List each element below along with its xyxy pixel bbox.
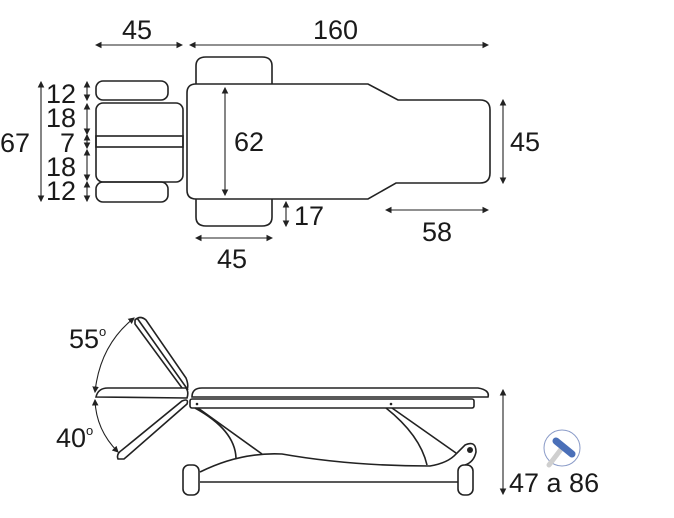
dim-armrest-extension: 17 (294, 201, 325, 231)
dim-main-width: 62 (234, 127, 265, 157)
dim-leg-section-length: 58 (422, 217, 453, 247)
top-view (37, 41, 507, 242)
hydraulic-pedal-icon (543, 429, 581, 468)
dim-head-row-5: 12 (46, 176, 77, 206)
dim-total-width: 67 (0, 128, 31, 158)
dim-head-row-4: 18 (46, 152, 77, 182)
dim-leg-width: 45 (510, 127, 541, 157)
height-range-label: 47 a 86 (509, 468, 600, 498)
dim-head-section-length: 45 (122, 15, 153, 45)
dim-head-row-2: 18 (46, 103, 77, 133)
side-view (91, 316, 507, 496)
dim-main-length: 160 (313, 15, 359, 45)
dim-head-row-3: 7 (60, 128, 76, 158)
dim-armrest-length: 45 (217, 244, 248, 274)
angle-upper-label: 55o (69, 324, 107, 354)
dim-head-row-1: 12 (46, 79, 77, 109)
angle-lower-label: 40o (56, 423, 94, 453)
